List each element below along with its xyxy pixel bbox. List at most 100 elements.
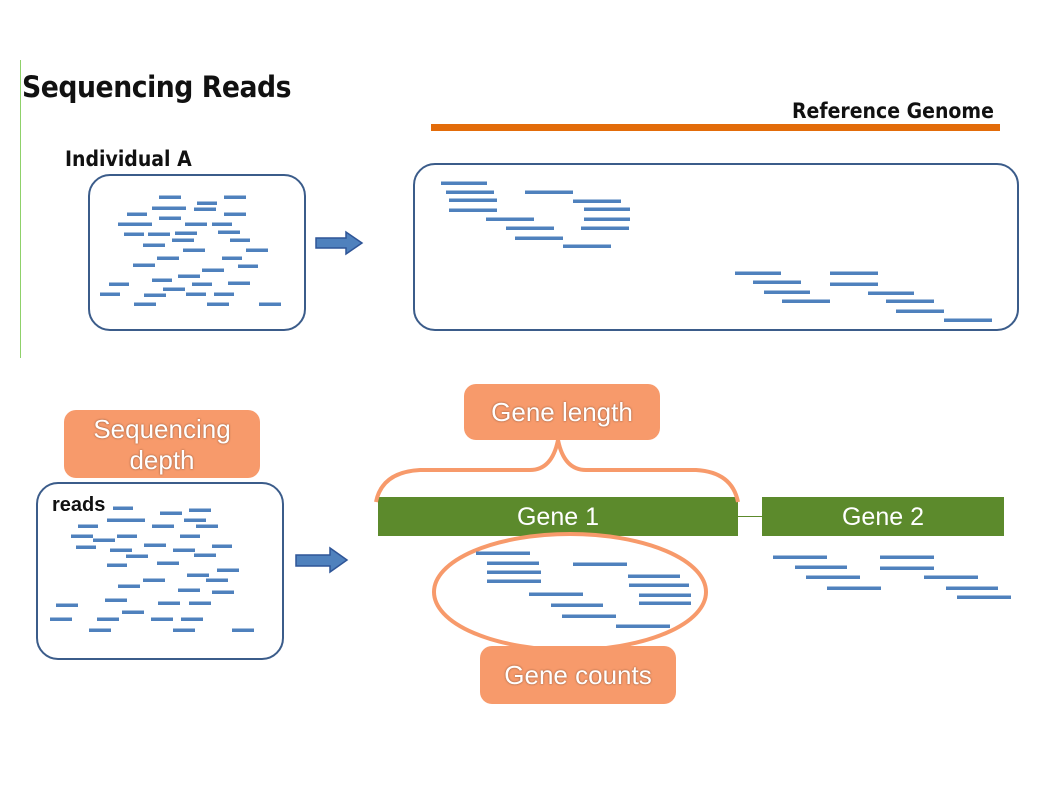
sequencing-read (896, 309, 944, 313)
sequencing-read (957, 595, 1011, 599)
sequencing-read (230, 238, 250, 242)
sequencing-read (178, 274, 200, 278)
gene-counts-label: Gene counts (504, 660, 652, 690)
sequencing-read (152, 524, 174, 528)
sequencing-read (76, 545, 96, 549)
sequencing-read (487, 579, 541, 583)
sequencing-read (639, 601, 691, 605)
sequencing-read (218, 230, 240, 234)
sequencing-read (563, 244, 611, 248)
sequencing-read (830, 271, 878, 275)
sequencing-read (181, 617, 203, 621)
sequencing-read (122, 610, 144, 614)
sequencing-read (944, 318, 992, 322)
sequencing-read (107, 563, 127, 567)
sequencing-read (616, 624, 670, 628)
sequencing-read (158, 601, 180, 605)
sequencing-read (202, 268, 224, 272)
right-arrow-icon (295, 546, 349, 574)
sequencing-read (207, 302, 229, 306)
gene-2-label: Gene 2 (841, 503, 924, 531)
sequencing-read (515, 236, 563, 240)
sequencing-read (110, 548, 132, 552)
sequencing-read (224, 195, 246, 199)
sequencing-read (109, 282, 129, 286)
curly-brace-icon (374, 439, 740, 503)
sequencing-read (924, 575, 978, 579)
sequencing-read (735, 271, 781, 275)
sequencing-read (232, 628, 254, 632)
sequencing-read (224, 212, 246, 216)
sequencing-read (476, 551, 530, 555)
sequencing-read (441, 181, 487, 185)
sequencing-read (105, 598, 127, 602)
sequencing-read (449, 208, 497, 212)
gene-length-label: Gene length (491, 397, 633, 427)
divider-line (20, 60, 21, 358)
sequencing-read (175, 231, 197, 235)
sequencing-read (192, 282, 212, 286)
sequencing-read (806, 575, 860, 579)
sequencing-read (133, 263, 155, 267)
ellipse-highlight-icon (432, 532, 708, 652)
sequencing-read (194, 553, 216, 557)
sequencing-read (487, 570, 541, 574)
sequencing-read (186, 292, 206, 296)
right-arrow-icon (315, 230, 364, 256)
sequencing-read (196, 524, 218, 528)
sequencing-read (178, 588, 200, 592)
page-title: Sequencing Reads (22, 70, 292, 104)
gene-1-label: Gene 1 (516, 503, 599, 531)
sequencing-read (446, 190, 494, 194)
sequencing-read (107, 518, 145, 522)
sequencing-read (880, 555, 934, 559)
gene-2-bar: Gene 2 (762, 497, 1004, 536)
sequencing-read (117, 534, 137, 538)
sequencing-read (126, 554, 148, 558)
sequencing-read (946, 586, 998, 590)
sequencing-read (163, 287, 185, 291)
sequencing-read (222, 256, 242, 260)
sequencing-read (573, 199, 621, 203)
sequencing-read (157, 561, 179, 565)
sequencing-read (143, 578, 165, 582)
reference-genome-label: Reference Genome (792, 99, 994, 123)
sequencing-read (525, 190, 573, 194)
sequencing-read (212, 544, 232, 548)
sequencing-read (183, 248, 205, 252)
sequencing-read (189, 508, 211, 512)
sequencing-read (639, 593, 691, 597)
sequencing-read (184, 518, 206, 522)
sequencing-read (573, 562, 627, 566)
sequencing-depth-label: Sequencing depth (93, 414, 231, 475)
sequencing-read (172, 238, 194, 242)
gene-length-callout: Gene length (464, 384, 660, 440)
sequencing-read (487, 561, 539, 565)
sequencing-read (228, 281, 250, 285)
sequencing-read (827, 586, 881, 590)
sequencing-read (581, 226, 629, 230)
sequencing-read (782, 299, 830, 303)
sequencing-read (486, 217, 534, 221)
sequencing-read (830, 282, 878, 286)
sequencing-read (159, 216, 181, 220)
sequencing-read (795, 565, 847, 569)
sequencing-read (124, 232, 144, 236)
individual-reads-box (88, 174, 306, 331)
sequencing-read (773, 555, 827, 559)
sequencing-read (113, 506, 133, 510)
sequencing-read (628, 574, 680, 578)
sequencing-read (56, 603, 78, 607)
sequencing-read (118, 222, 152, 226)
sequencing-read (97, 617, 119, 621)
gene-1-bar: Gene 1 (378, 497, 738, 536)
sequencing-read (259, 302, 281, 306)
sequencing-read (160, 511, 182, 515)
sequencing-read (143, 243, 165, 247)
sequencing-read (159, 195, 181, 199)
sequencing-read (89, 628, 111, 632)
sequencing-read (886, 299, 934, 303)
sequencing-read (212, 590, 234, 594)
sequencing-read (78, 524, 98, 528)
